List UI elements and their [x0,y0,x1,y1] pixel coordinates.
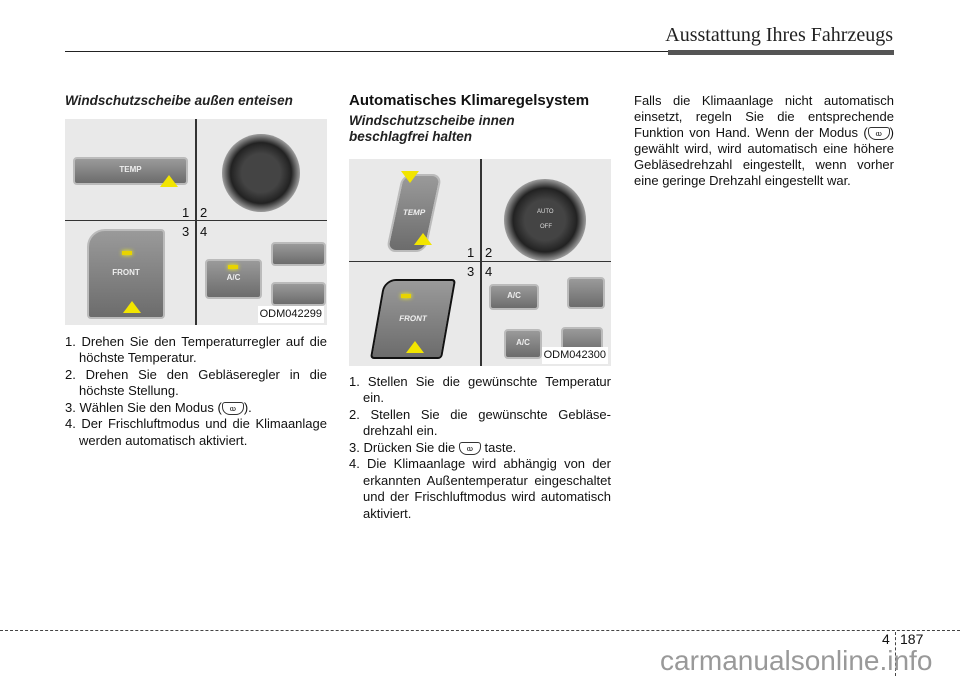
footer-separator [895,632,896,676]
footer-rule [0,630,960,631]
windshield-defrost-icon: ⲱ [458,441,481,455]
windshield-defrost-icon: ⲱ [867,127,890,141]
watermark: carmanualsonline.info [660,645,933,676]
header-bar [668,50,894,55]
list-item: 3. Wählen Sie den Modus (ⲱ). [65,399,252,415]
fan-dial [222,133,300,212]
list-item: 2. Stellen Sie die gewünschte Gebläse-dr… [349,406,611,439]
middle-subheading: Windschutzscheibe innen beschlagfrei hal… [349,112,515,144]
header-rule [65,51,668,52]
windshield-defrost-icon: ⲱ [221,401,244,415]
section-title: Ausstattung Ihres Fahrzeugs [665,24,893,46]
right-column: Falls die Klimaanlage nicht automatisch … [634,93,894,189]
middle-column: Automatisches Klimaregelsystem Windschut… [349,92,611,523]
figure-code: ODM042300 [541,347,608,364]
list-item: 1. Drehen Sie den Temperaturregler auf d… [65,333,327,366]
fan-dial [504,178,586,261]
ac-button: A/C [205,258,262,299]
list-item: 2. Drehen Sie den Gebläseregler in die h… [65,366,327,399]
ac-button: A/C [489,283,539,310]
list-item: 4. Die Klimaanlage wird abhängig von der… [349,456,611,521]
temp-button: TEMP [73,156,188,185]
list-item: 1. Stellen Sie die gewünschte Temperatur… [349,373,611,406]
middle-heading: Automatisches Klimaregelsystem [349,92,590,109]
left-column: Windschutzscheibe außen enteisen TEMP FR… [65,93,327,449]
figure-odm042299: TEMP FRONT A/C 1 2 3 4 ODM042299 [65,118,327,325]
figure-odm042300: TEMP AUTO OFF FRONT A/C A/C 1 2 3 4 ODM0… [349,158,611,366]
list-item: 4. Der Frischluftmodus und die Klimaanla… [65,416,327,448]
paragraph: Falls die Klimaanlage nicht automatisch … [634,93,894,188]
left-heading: Windschutzscheibe außen enteisen [65,93,293,108]
middle-steps: 1. Stellen Sie die gewünschte Temperatur… [349,374,611,523]
left-steps: 1. Drehen Sie den Temperaturregler auf d… [65,334,327,450]
page-number: 187 [900,631,924,647]
figure-code: ODM042299 [257,306,324,323]
chapter-number: 4 [882,631,890,647]
list-item: 3. Drücken Sie die ⲱ taste. [349,439,517,455]
